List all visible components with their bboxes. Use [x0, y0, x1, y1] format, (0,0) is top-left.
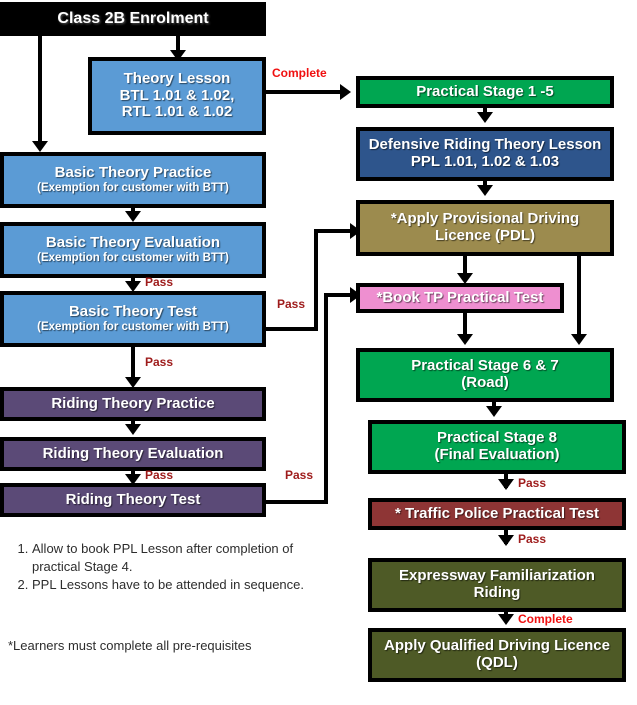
connector-enrolment-to-basic-theory-practice [38, 36, 42, 146]
arrowhead-btt-to-pdl [350, 223, 361, 239]
node-label: Riding Theory Evaluation [42, 444, 224, 462]
node-label-line2: PPL 1.01, 1.02 & 1.03 [410, 153, 560, 170]
arrowhead-tp-to-expressway [498, 535, 514, 546]
node-label-line3: RTL 1.01 & 1.02 [121, 103, 233, 121]
node-class-2b-enrolment[interactable]: Class 2B Enrolment [0, 2, 266, 36]
edge-label-pass-tp-to-expressway: Pass [518, 532, 547, 546]
node-label-line1: *Apply Provisional Driving [390, 210, 580, 228]
arrowhead-ps8-to-tp [498, 479, 514, 490]
node-practical-stage-6-7[interactable]: Practical Stage 6 & 7 (Road) [356, 348, 614, 402]
node-label-line1: Defensive Riding Theory Lesson [368, 136, 602, 154]
node-label-line1: Practical Stage 8 [436, 429, 558, 447]
node-riding-theory-test[interactable]: Riding Theory Test [0, 483, 266, 517]
node-label: Practical Stage 1 -5 [416, 82, 554, 100]
node-riding-theory-practice[interactable]: Riding Theory Practice [0, 387, 266, 421]
connector-booktp-to-ps67 [463, 313, 467, 342]
node-practical-stage-1-5[interactable]: Practical Stage 1 -5 [356, 76, 614, 108]
arrowhead-ps15-to-defensive [477, 112, 493, 123]
arrowhead-pdl-to-ps67-bypass [571, 334, 587, 345]
node-label: Riding Theory Practice [51, 394, 215, 412]
node-basic-theory-practice[interactable]: Basic Theory Practice (Exemption for cus… [0, 152, 266, 208]
connector-rtt-to-booktp-seg3 [324, 293, 356, 297]
node-label: Class 2B Enrolment [57, 10, 209, 28]
connector-enrolment-to-theory-lesson [176, 36, 180, 54]
node-theory-lesson[interactable]: Theory Lesson BTL 1.01 & 1.02, RTL 1.01 … [88, 57, 266, 135]
edge-label-pass-btt-to-rtp: Pass [145, 355, 174, 369]
note-item-2: PPL Lessons have to be attended in seque… [32, 576, 308, 594]
node-basic-theory-test[interactable]: Basic Theory Test (Exemption for custome… [0, 291, 266, 347]
arrowhead-bte-to-btt [125, 281, 141, 292]
arrowhead-rtp-to-rte [125, 424, 141, 435]
node-label-line1: Basic Theory Test [68, 303, 198, 321]
arrowhead-theory-lesson-to-practical-1-5 [340, 84, 351, 100]
edge-label-pass-rte-to-rtt: Pass [145, 468, 174, 482]
connector-pdl-to-ps67-bypass [577, 256, 581, 342]
arrowhead-rtt-to-booktp [350, 287, 361, 303]
note-item-1: Allow to book PPL Lesson after completio… [32, 540, 308, 575]
node-label-line1: Basic Theory Evaluation [45, 234, 221, 252]
node-label-line2: (Exemption for customer with BTT) [37, 320, 229, 333]
connector-btt-to-rtp [131, 347, 135, 383]
node-label-line1: Practical Stage 6 & 7 [411, 357, 559, 375]
node-traffic-police-practical-test[interactable]: * Traffic Police Practical Test [368, 498, 626, 530]
edge-label-pass-btt-to-pdl: Pass [277, 297, 306, 311]
node-label-line2: Licence (PDL) [434, 227, 536, 244]
connector-btt-to-pdl-seg3 [314, 229, 356, 233]
connector-pdl-to-booktp [463, 256, 467, 280]
arrowhead-enrolment-to-theory-lesson [170, 50, 186, 61]
arrowhead-booktp-to-ps67 [457, 334, 473, 345]
arrowhead-expressway-to-qdl [498, 614, 514, 625]
node-label-line2: (Road) [461, 374, 509, 391]
node-label-line1: Basic Theory Practice [54, 164, 212, 182]
node-label-line2: (QDL) [476, 654, 518, 671]
edge-label-pass-ps8-to-tp: Pass [518, 476, 547, 490]
node-riding-theory-evaluation[interactable]: Riding Theory Evaluation [0, 437, 266, 471]
node-label-line1: Expressway Familiarization [399, 567, 595, 585]
edge-label-complete-top: Complete [272, 66, 327, 80]
notes-list: Allow to book PPL Lesson after completio… [8, 540, 308, 595]
node-expressway-familiarization-riding[interactable]: Expressway Familiarization Riding [368, 558, 626, 612]
connector-theory-lesson-to-practical-1-5 [266, 90, 346, 94]
node-label-line2: BTL 1.01 & 1.02, [119, 86, 235, 104]
node-apply-qualified-driving-licence[interactable]: Apply Qualified Driving Licence (QDL) [368, 628, 626, 682]
arrowhead-enrolment-to-basic-theory-practice [32, 141, 48, 152]
node-label: Riding Theory Test [65, 490, 201, 508]
node-basic-theory-evaluation[interactable]: Basic Theory Evaluation (Exemption for c… [0, 222, 266, 278]
connector-btt-to-pdl-seg2 [314, 229, 318, 331]
connector-rtt-to-booktp-seg1 [266, 500, 328, 504]
edge-label-pass-rtt-to-booktp: Pass [285, 468, 314, 482]
arrowhead-pdl-to-booktp [457, 273, 473, 284]
node-label: * Traffic Police Practical Test [395, 504, 599, 522]
node-book-tp-practical-test[interactable]: *Book TP Practical Test [356, 283, 564, 313]
arrowhead-ps67-to-ps8 [486, 406, 502, 417]
edge-label-pass-bte-to-btt: Pass [145, 275, 174, 289]
arrowhead-btt-to-rtp [125, 377, 141, 388]
notes-footnote: *Learners must complete all pre-requisit… [8, 638, 252, 653]
arrowhead-rte-to-rtt [125, 474, 141, 485]
arrowhead-btp-to-bte [125, 211, 141, 222]
node-label-line1: Theory Lesson [123, 69, 231, 87]
node-label-line2: (Exemption for customer with BTT) [37, 251, 229, 264]
arrowhead-defensive-to-pdl [477, 185, 493, 196]
node-practical-stage-8[interactable]: Practical Stage 8 (Final Evaluation) [368, 420, 626, 474]
node-label-line2: (Exemption for customer with BTT) [37, 181, 229, 194]
node-defensive-riding-theory-lesson[interactable]: Defensive Riding Theory Lesson PPL 1.01,… [356, 127, 614, 181]
node-label-line1: Apply Qualified Driving Licence [384, 637, 610, 655]
connector-btt-to-pdl-seg1 [266, 327, 318, 331]
node-label: *Book TP Practical Test [376, 288, 544, 306]
node-apply-provisional-driving-licence[interactable]: *Apply Provisional Driving Licence (PDL) [356, 200, 614, 256]
node-label-line2: (Final Evaluation) [434, 446, 560, 463]
connector-rtt-to-booktp-seg2 [324, 293, 328, 504]
edge-label-complete-expressway-to-qdl: Complete [518, 612, 573, 626]
node-label-line2: Riding [473, 584, 521, 601]
